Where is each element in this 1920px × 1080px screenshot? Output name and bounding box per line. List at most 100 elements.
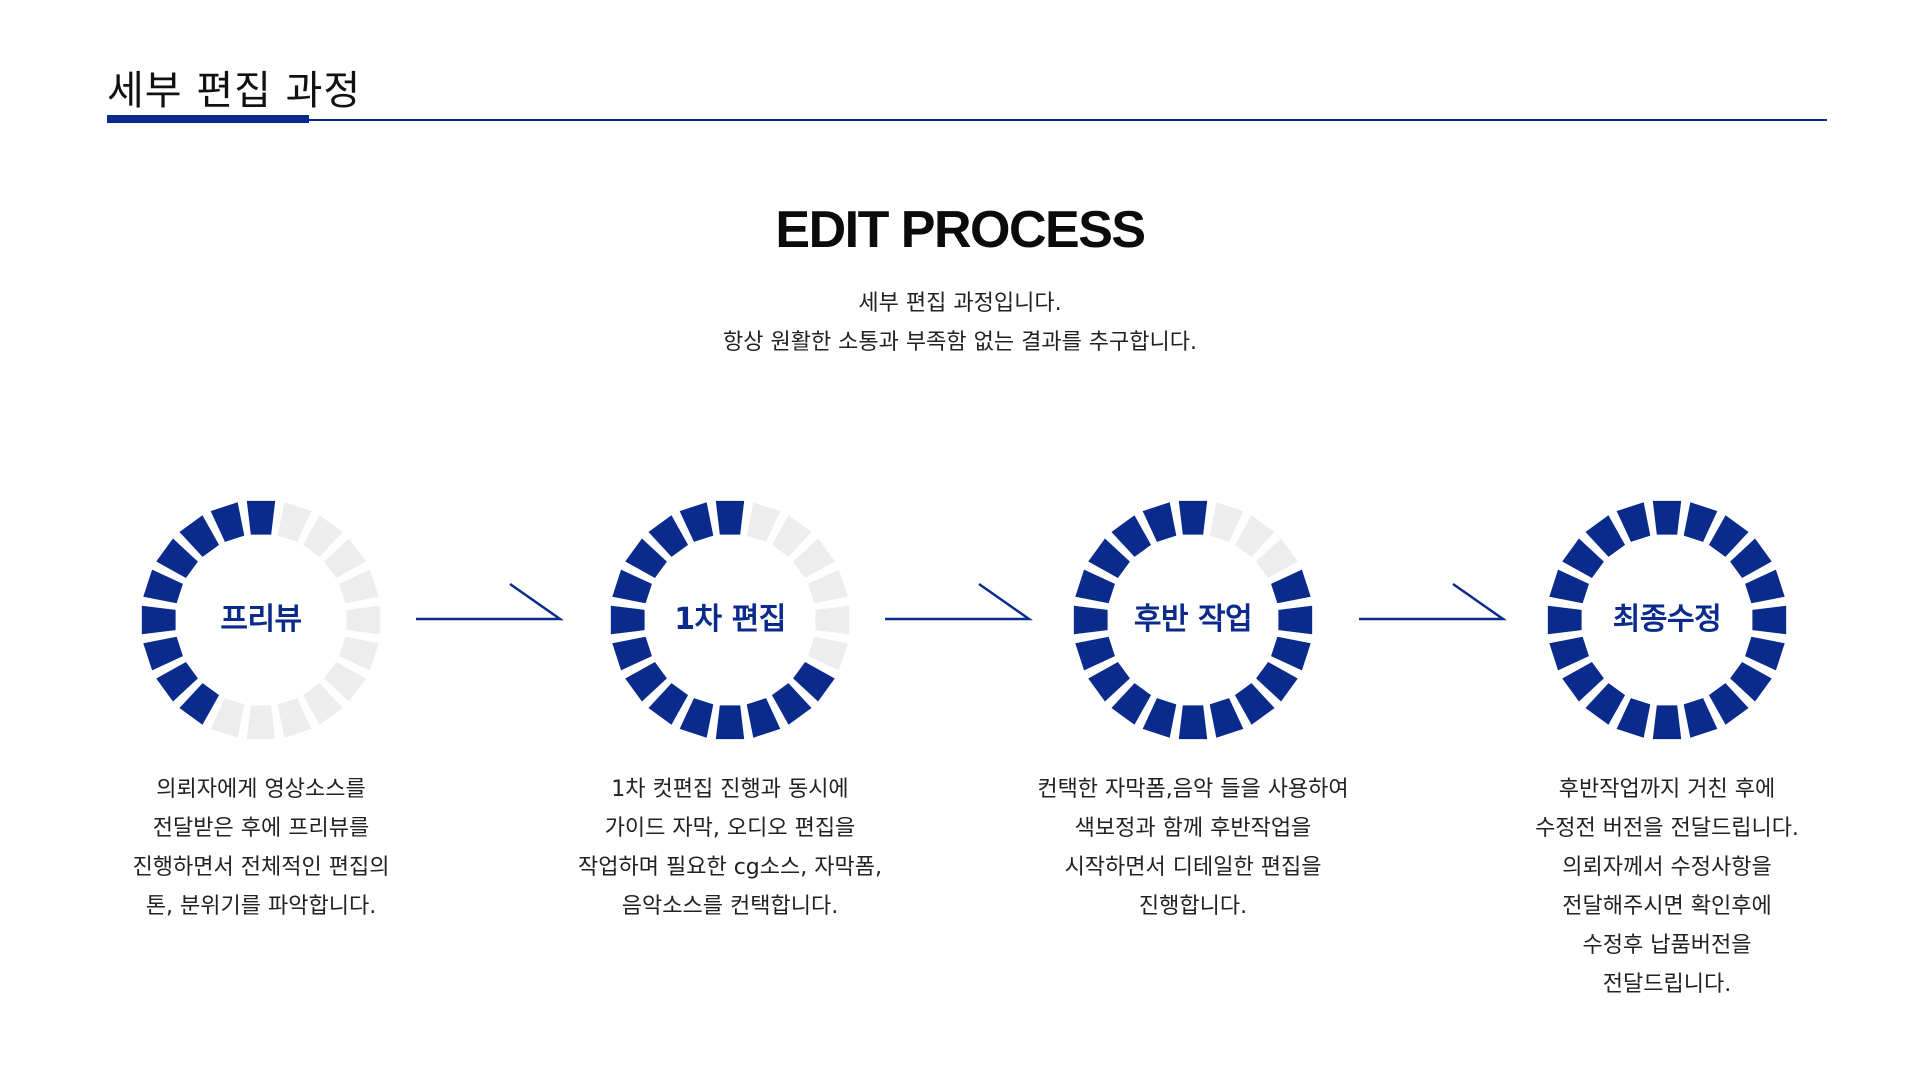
ring-segment-filled: [1111, 515, 1152, 557]
ring-segment-filled: [1178, 705, 1208, 740]
ring-segment-filled: [1745, 636, 1785, 671]
ring-segment-empty: [346, 605, 381, 635]
ring-segment-filled: [610, 605, 645, 635]
ring-segment-filled: [1585, 515, 1626, 557]
ring-segment-empty: [302, 515, 343, 557]
ring-segment-filled: [1142, 698, 1177, 738]
ring-segment-filled: [1585, 683, 1626, 725]
step-first-edit: 1차 편집 1차 컷편집 진행과 동시에 가이드 자막, 오디오 편집을 작업하…: [540, 500, 920, 926]
ring-segment-filled: [1683, 502, 1718, 542]
ring-segment-filled: [746, 698, 781, 738]
ring-segment-filled: [1652, 500, 1682, 535]
ring-segment-filled: [1730, 661, 1772, 702]
ring-segment-filled: [1549, 569, 1589, 604]
ring-segment-empty: [324, 661, 366, 702]
step-preview: 프리뷰 의뢰자에게 영상소스를 전달받은 후에 프리뷰를 진행하면서 전체적인 …: [71, 500, 451, 926]
ring-segment-empty: [808, 569, 848, 604]
ring-segment-empty: [1209, 502, 1244, 542]
progress-ring: 프리뷰: [141, 500, 381, 740]
ring-segment-filled: [793, 661, 835, 702]
ring-segment-filled: [648, 515, 689, 557]
progress-ring-graphic: [141, 500, 381, 740]
ring-segment-empty: [210, 698, 245, 738]
ring-segment-filled: [1752, 605, 1787, 635]
ring-segment-filled: [625, 538, 667, 579]
ring-segment-filled: [1616, 698, 1651, 738]
ring-segment-filled: [179, 515, 220, 557]
ring-segment-filled: [1178, 500, 1208, 535]
ring-segment-empty: [1256, 538, 1298, 579]
step-label: 후반 작업: [1133, 602, 1253, 637]
ring-segment-filled: [679, 502, 714, 542]
ring-segment-filled: [1547, 605, 1582, 635]
page-header: 세부 편집 과정: [107, 58, 1827, 128]
ring-segment-filled: [1088, 661, 1130, 702]
ring-segment-filled: [1075, 636, 1115, 671]
ring-segment-empty: [793, 538, 835, 579]
ring-segment-filled: [156, 661, 198, 702]
ring-segment-filled: [648, 683, 689, 725]
ring-segment-filled: [246, 500, 276, 535]
ring-segment-filled: [612, 569, 652, 604]
ring-segment-filled: [1073, 605, 1108, 635]
ring-segment-filled: [1745, 569, 1785, 604]
hero-section: EDIT PROCESS 세부 편집 과정입니다. 항상 원활한 소통과 부족함…: [0, 200, 1920, 362]
hero-title: EDIT PROCESS: [775, 201, 1146, 259]
ring-segment-filled: [1549, 636, 1589, 671]
ring-segment-filled: [156, 538, 198, 579]
step-label: 프리뷰: [220, 602, 302, 637]
ring-segment-filled: [612, 636, 652, 671]
ring-segment-filled: [179, 683, 220, 725]
ring-segment-empty: [771, 515, 812, 557]
ring-segment-filled: [679, 698, 714, 738]
ring-segment-empty: [339, 569, 379, 604]
progress-ring: 1차 편집: [610, 500, 850, 740]
ring-segment-filled: [1652, 705, 1682, 740]
ring-segment-filled: [1271, 569, 1311, 604]
arrow-right-icon: [416, 582, 564, 621]
ring-segment-empty: [339, 636, 379, 671]
step-description: 의뢰자에게 영상소스를 전달받은 후에 프리뷰를 진행하면서 전체적인 편집의 …: [132, 777, 390, 919]
ring-segment-filled: [1708, 683, 1749, 725]
arrow-right-icon: [885, 582, 1033, 621]
process-steps: 프리뷰 의뢰자에게 영상소스를 전달받은 후에 프리뷰를 진행하면서 전체적인 …: [0, 500, 1920, 1020]
ring-segment-empty: [277, 698, 312, 738]
step-description: 후반작업까지 거친 후에 수정전 버전을 전달드립니다. 의뢰자께서 수정사항을…: [1535, 777, 1799, 997]
ring-segment-filled: [1111, 683, 1152, 725]
step-final-revision: 최종수정 후반작업까지 거친 후에 수정전 버전을 전달드립니다. 의뢰자께서 …: [1477, 500, 1857, 1004]
ring-segment-empty: [1234, 515, 1275, 557]
ring-segment-empty: [815, 605, 850, 635]
ring-segment-filled: [143, 636, 183, 671]
ring-segment-filled: [1271, 636, 1311, 671]
ring-segment-filled: [1730, 538, 1772, 579]
ring-segment-filled: [1142, 502, 1177, 542]
step-post-production: 후반 작업 컨택한 자막폼,음악 들을 사용하여 색보정과 함께 후반작업을 시…: [1003, 500, 1383, 926]
ring-segment-filled: [1209, 698, 1244, 738]
ring-segment-filled: [210, 502, 245, 542]
ring-segment-filled: [715, 705, 745, 740]
ring-segment-filled: [143, 569, 183, 604]
progress-ring: 후반 작업: [1073, 500, 1313, 740]
step-description: 컨택한 자막폼,음악 들을 사용하여 색보정과 함께 후반작업을 시작하면서 디…: [1037, 777, 1349, 919]
header-accent-bar: [107, 115, 309, 123]
ring-segment-empty: [324, 538, 366, 579]
hero-subtitle-line-2: 항상 원활한 소통과 부족함 없는 결과를 추구합니다.: [723, 330, 1197, 355]
ring-segment-filled: [1234, 683, 1275, 725]
ring-segment-filled: [1562, 661, 1604, 702]
ring-segment-filled: [1278, 605, 1313, 635]
step-description: 1차 컷편집 진행과 동시에 가이드 자막, 오디오 편집을 작업하며 필요한 …: [578, 777, 882, 919]
ring-segment-filled: [625, 661, 667, 702]
arrow-right-icon: [1359, 582, 1507, 621]
ring-segment-filled: [1075, 569, 1115, 604]
ring-segment-filled: [771, 683, 812, 725]
ring-segment-empty: [808, 636, 848, 671]
ring-segment-filled: [141, 605, 176, 635]
ring-segment-filled: [1562, 538, 1604, 579]
ring-segment-empty: [277, 502, 312, 542]
progress-ring-graphic: [1073, 500, 1313, 740]
ring-segment-empty: [746, 502, 781, 542]
progress-ring: 최종수정: [1547, 500, 1787, 740]
header-divider: [107, 119, 1827, 121]
ring-segment-filled: [1683, 698, 1718, 738]
page-title: 세부 편집 과정: [107, 68, 362, 114]
